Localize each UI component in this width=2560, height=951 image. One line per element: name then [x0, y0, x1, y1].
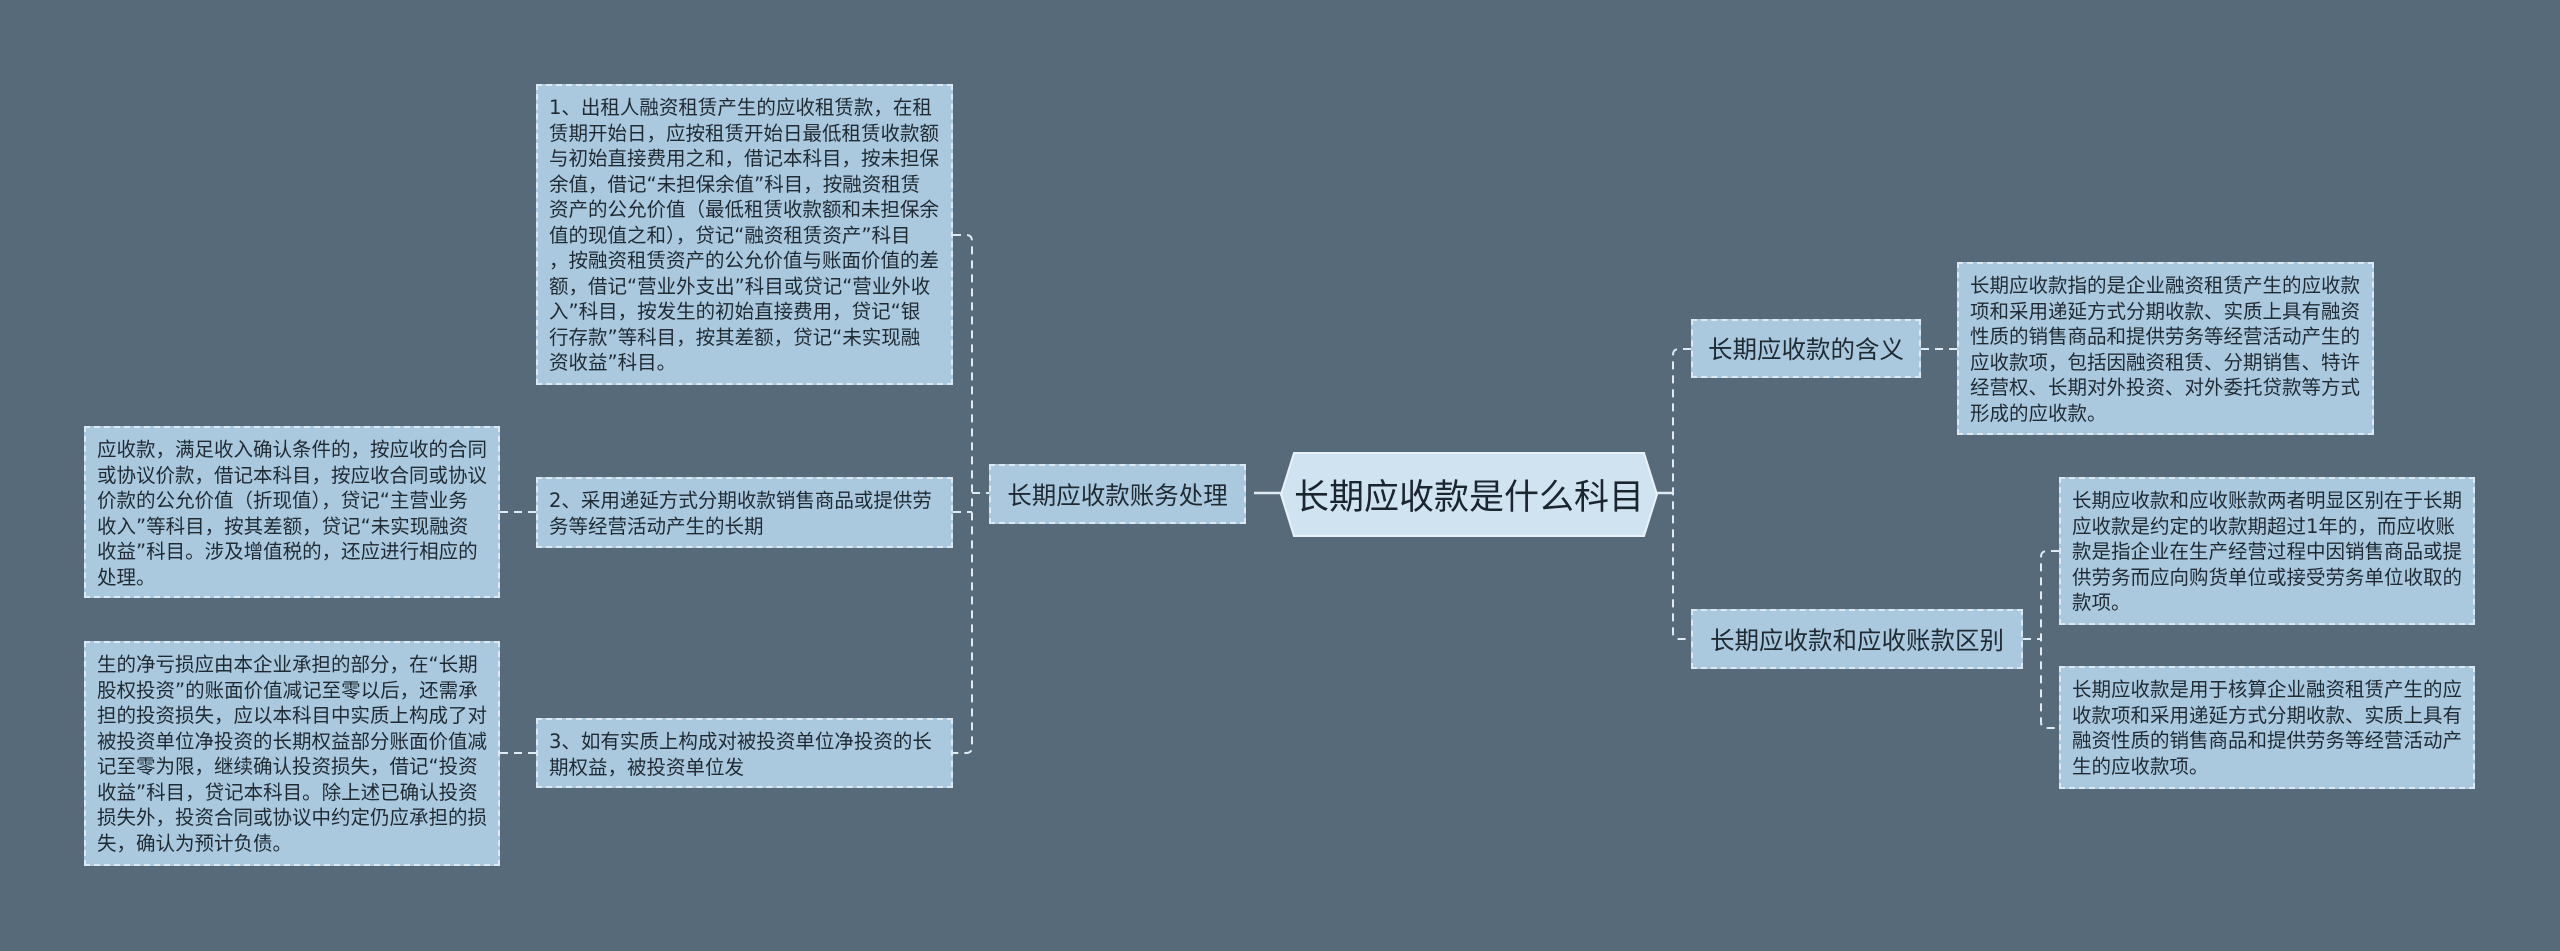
branch-label: 长期应收款和应收账款区别	[1710, 625, 2004, 655]
central-hexagon-shape	[1280, 452, 1658, 537]
left-spine-line	[953, 234, 973, 754]
detail-node-3: 生的净亏损应由本企业承担的部分，在“长期 股权投资”的账面价值减记至零以后，还需…	[84, 641, 500, 866]
definition-detail-node: 长期应收款指的是企业融资租赁产生的应收款 项和采用递延方式分期收款、实质上具有融…	[1957, 262, 2374, 435]
branch-label: 长期应收款账务处理	[1007, 480, 1228, 510]
right-sub-spine-line	[2040, 550, 2059, 729]
child-node-2: 2、采用递延方式分期收款销售商品或提供劳 务等经营活动产生的长期	[536, 477, 953, 548]
child-node-3: 3、如有实质上构成对被投资单位净投资的长 期权益，被投资单位发	[536, 718, 953, 788]
branch-difference: 长期应收款和应收账款区别	[1691, 609, 2023, 669]
right-spine-line	[1672, 348, 1691, 640]
branch-accounting-treatment: 长期应收款账务处理	[989, 464, 1246, 524]
child-node-1: 1、出租人融资租赁产生的应收租赁款，在租 赁期开始日，应按租赁开始日最低租赁收款…	[536, 84, 953, 385]
branch-label: 长期应收款的含义	[1708, 335, 1904, 364]
central-topic-node: 长期应收款是什么科目	[1280, 452, 1658, 537]
central-topic-label: 长期应收款是什么科目	[1293, 478, 1644, 518]
detail-node-2: 应收款，满足收入确认条件的，按应收的合同 或协议价款，借记本科目，按应收合同或协…	[84, 426, 500, 598]
difference-detail-node-2: 长期应收款是用于核算企业融资租赁产生的应 收款项和采用递延方式分期收款、实质上具…	[2059, 666, 2475, 789]
difference-detail-node-1: 长期应收款和应收账款两者明显区别在于长期 应收款是约定的收款期超过1年的，而应收…	[2059, 477, 2475, 625]
branch-definition: 长期应收款的含义	[1691, 319, 1921, 378]
